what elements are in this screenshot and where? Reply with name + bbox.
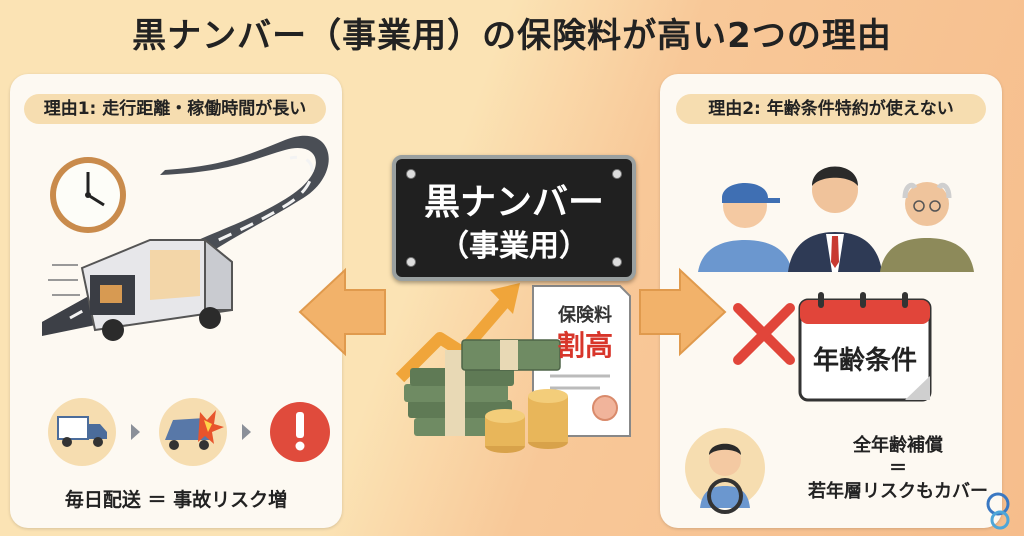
- clock-icon: [50, 157, 126, 233]
- step-arrow-icon: [242, 424, 251, 440]
- left-arrow-icon: [298, 267, 386, 357]
- reason2-heading: 理由2: 年齢条件特約が使えない: [676, 94, 986, 124]
- black-license-plate: 黒ナンバー （事業用）: [392, 155, 636, 281]
- red-cross-icon: [733, 303, 795, 365]
- coverage-line2: 若年層リスクもカバー: [808, 481, 988, 502]
- reason1-caption: 毎日配送 ＝ 事故リスク増: [64, 489, 288, 511]
- young-person-icon: [698, 183, 792, 272]
- logo-icon: [986, 492, 1010, 530]
- collision-icon: [159, 398, 227, 466]
- driver-icon: [685, 428, 765, 514]
- age-condition-label: 年齢条件: [812, 346, 917, 376]
- alert-icon: [270, 402, 330, 462]
- document-emphasis: 割高: [556, 329, 613, 362]
- right-arrow-icon: [639, 267, 727, 357]
- delivery-van-icon: [48, 237, 233, 341]
- coverage-line1: 全年齢補償: [853, 435, 943, 456]
- elderly-person-icon: [880, 182, 974, 272]
- calendar-icon: [798, 292, 932, 402]
- coins-icon: [485, 389, 568, 453]
- reason1-heading: 理由1: 走行距離・稼働時間が長い: [24, 94, 326, 124]
- step-arrow-icon: [131, 424, 140, 440]
- truck-step-icon: [48, 398, 116, 466]
- page-title: 黒ナンバー（事業用）の保険料が高い2つの理由: [132, 16, 892, 56]
- middle-aged-person-icon: [788, 166, 882, 272]
- coverage-equals: ＝: [889, 458, 907, 479]
- document-label: 保険料: [558, 305, 612, 326]
- rising-arrow-icon: [395, 283, 520, 383]
- plate-line1: 黒ナンバー: [423, 182, 604, 223]
- plate-line2: （事業用）: [439, 229, 589, 264]
